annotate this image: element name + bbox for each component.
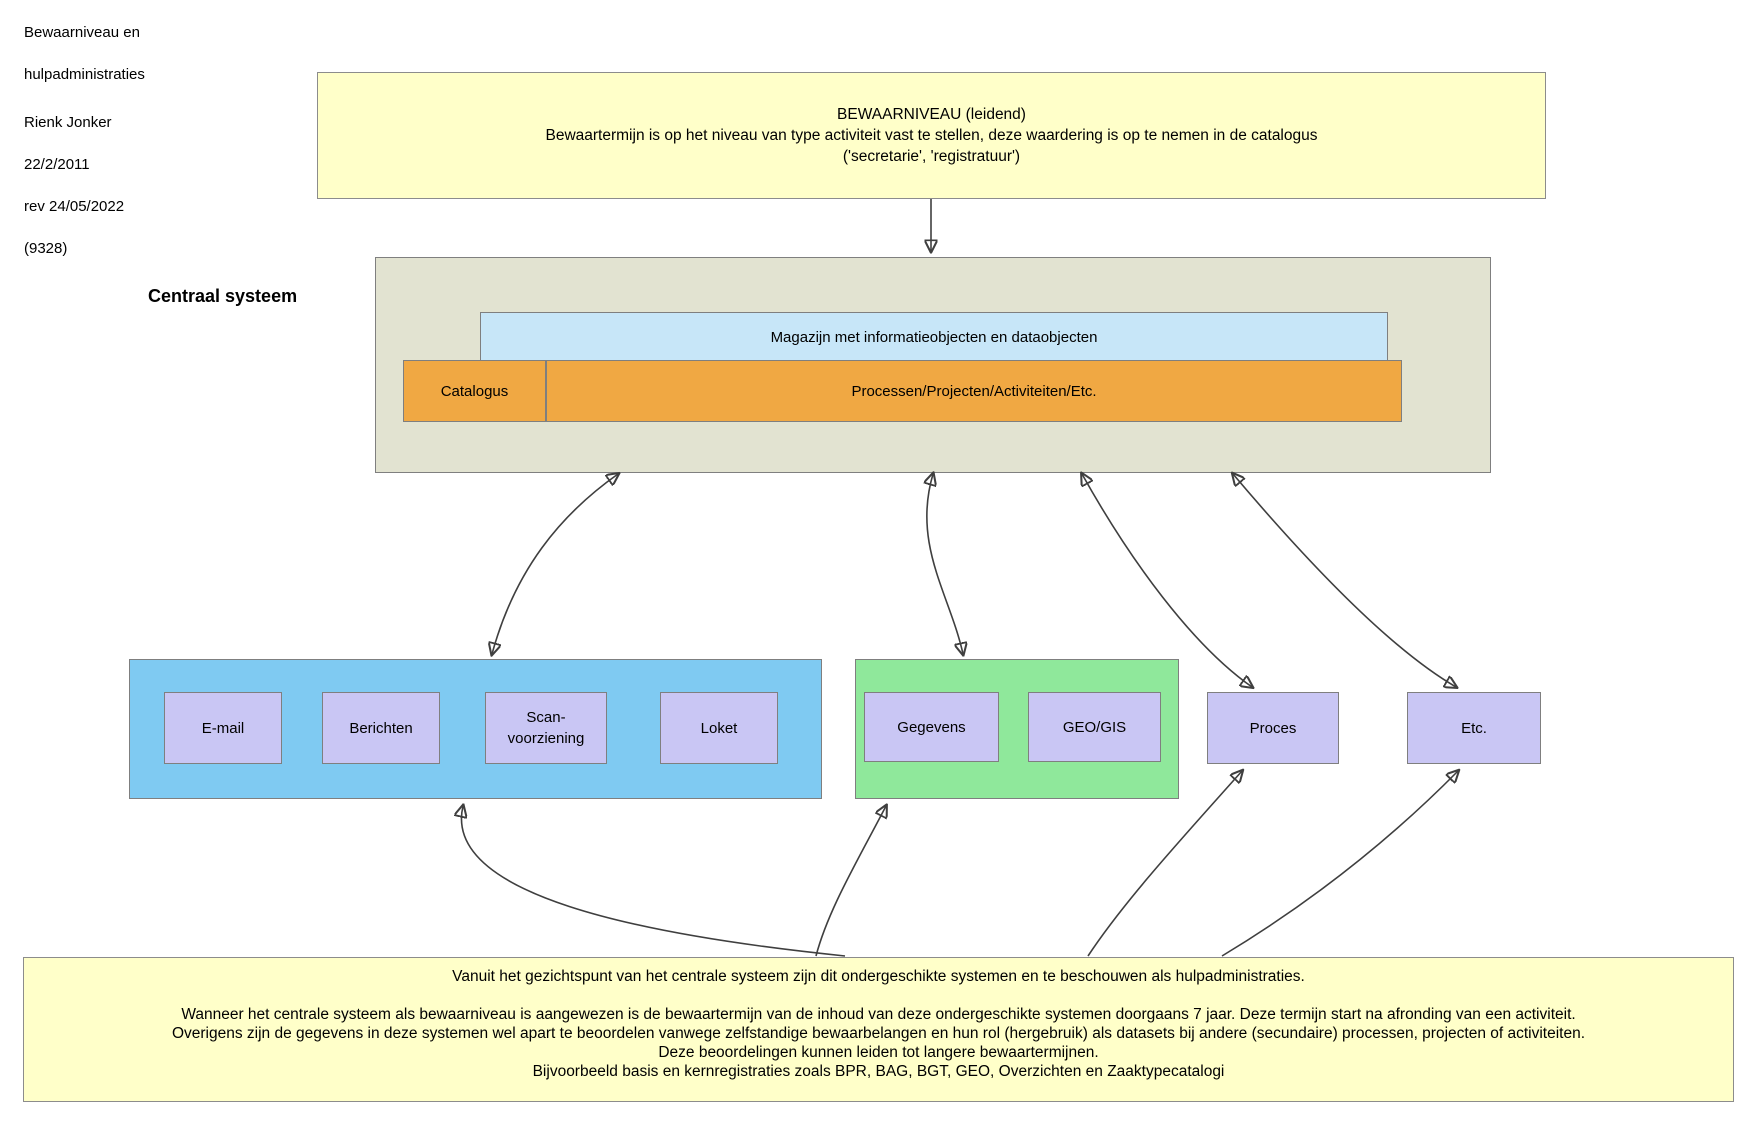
scanvoorziening-box: Scan- voorziening [485,692,607,764]
berichten-label: Berichten [349,719,413,737]
scanvoorziening-label-line1: Scan- [526,709,566,726]
bottom-line1: Vanuit het gezichtspunt van het centrale… [452,968,1305,985]
proces-box: Proces [1207,692,1339,764]
bewaarniveau-line1: BEWAARNIVEAU (leidend) [837,106,1026,123]
catalogus-label: Catalogus [440,382,509,400]
diagram-title-line2: hulpadministraties [24,66,145,83]
bottom-line2: Wanneer het centrale systeem als bewaarn… [181,1006,1576,1023]
loket-label: Loket [700,719,738,737]
email-label: E-mail [201,719,245,737]
etc-box: Etc. [1407,692,1541,764]
credit-author: Rienk Jonker [24,114,112,131]
arrow-central-to-gegevens [927,474,963,654]
catalogus-box: Catalogus [403,360,546,422]
centraal-systeem-label: Centraal systeem [148,286,298,306]
hulpadministraties-note-box: Vanuit het gezichtspunt van het centrale… [23,957,1734,1102]
credits-block: Rienk Jonker 22/2/2011 rev 24/05/2022 (9… [24,91,124,280]
diagram-title-line1: Bewaarniveau en [24,24,140,41]
diagram-title: Bewaarniveau en hulpadministraties [24,22,145,85]
bewaarniveau-line3: ('secretarie', 'registratuur') [842,148,1021,165]
loket-box: Loket [660,692,778,764]
bottom-line4: Deze beoordelingen kunnen leiden tot lan… [658,1044,1099,1061]
processen-label: Processen/Projecten/Activiteiten/Etc. [851,382,1097,400]
gegevens-box: Gegevens [864,692,999,762]
arrow-note-to-etc [1221,771,1458,957]
bottom-line3: Overigens zijn de gegevens in deze syste… [171,1025,1586,1042]
arrow-note-to-gegevens [815,806,886,957]
bottom-line5: Bijvoorbeeld basis en kernregistraties z… [532,1063,1225,1080]
credit-date: 22/2/2011 [24,156,90,173]
credit-revision: rev 24/05/2022 [24,198,125,215]
processen-box: Processen/Projecten/Activiteiten/Etc. [546,360,1402,422]
credit-number: (9328) [24,240,68,257]
bewaarniveau-note-box: BEWAARNIVEAU (leidend) Bewaartermijn is … [317,72,1546,199]
magazijn-label: Magazijn met informatieobjecten en datao… [770,329,1098,346]
geogis-box: GEO/GIS [1028,692,1161,762]
scanvoorziening-label-line2: voorziening [507,730,585,747]
bewaarniveau-line2: Bewaartermijn is op het niveau van type … [545,127,1318,144]
etc-label: Etc. [1461,719,1487,737]
arrow-note-to-kanalen [461,806,846,957]
bottom-blank-line [24,986,1733,1005]
proces-label: Proces [1249,719,1297,737]
geogis-label: GEO/GIS [1062,718,1127,736]
arrow-central-to-proces [1082,474,1252,687]
email-box: E-mail [164,692,282,764]
gegevens-label: Gegevens [897,718,966,736]
berichten-box: Berichten [322,692,440,764]
arrow-central-to-etc [1233,474,1456,687]
arrow-central-to-kanalen [492,474,618,654]
